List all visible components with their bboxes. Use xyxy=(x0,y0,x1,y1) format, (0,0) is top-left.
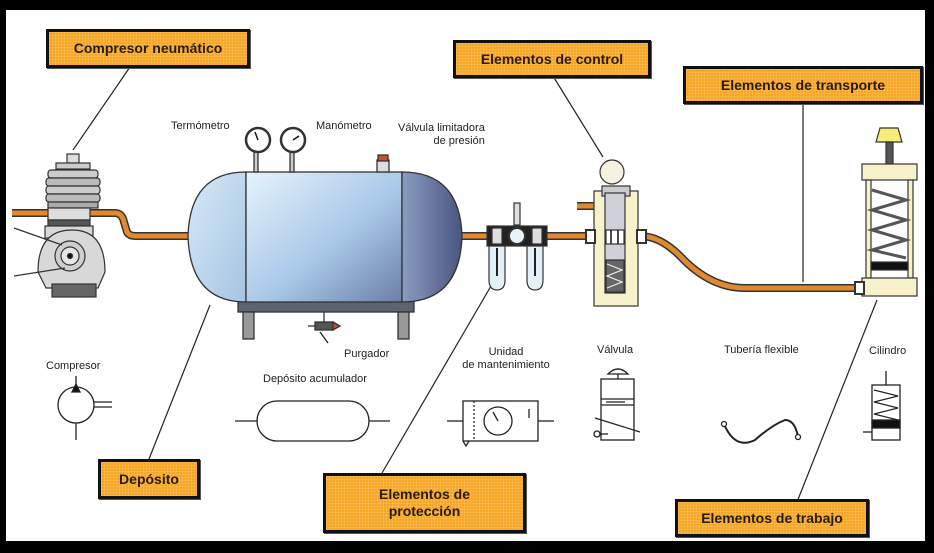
label-compresor: Compresor xyxy=(46,360,101,372)
label-line2: de presión xyxy=(433,135,485,147)
label-valvula: Válvula xyxy=(597,344,634,356)
label-valvula-limitadora: Válvula limitadora de presión xyxy=(398,122,485,148)
flexible-tube-symbol xyxy=(723,418,799,444)
callout-text: Elementos de trabajo xyxy=(701,509,843,526)
compressor-illustration xyxy=(13,153,106,298)
callout-text-line2: protección xyxy=(388,503,461,519)
leader-compresor xyxy=(72,66,131,151)
label-deposito-acumulador: Depósito acumulador xyxy=(263,373,367,385)
label-termometro: Termómetro xyxy=(171,120,230,132)
cylinder-illustration xyxy=(854,127,918,297)
callout-text-line1: Elementos de xyxy=(378,486,471,502)
tank-illustration xyxy=(187,126,463,344)
accumulator-symbol xyxy=(235,400,390,442)
label-unidad-mantenimiento: Unidad de mantenimiento xyxy=(456,346,556,372)
label-line1: Válvula limitadora xyxy=(398,122,485,134)
callout-text: Compresor neumático xyxy=(73,40,223,56)
leader-control xyxy=(552,75,604,158)
callout-elementos-proteccion: Elementos de protección xyxy=(323,473,526,533)
callout-text: Depósito xyxy=(119,470,179,487)
label-purgador: Purgador xyxy=(344,348,390,360)
callout-elementos-trabajo: Elementos de trabajo xyxy=(675,499,869,537)
callout-elementos-transporte: Elementos de transporte xyxy=(683,66,923,104)
callout-text: Elementos de control xyxy=(480,50,624,67)
control-valve-illustration xyxy=(585,159,647,307)
maintenance-unit-illustration xyxy=(486,202,548,291)
compressor-symbol xyxy=(57,376,112,440)
symbols xyxy=(57,368,901,448)
pressure-relief-valve xyxy=(376,159,390,173)
label-manometro: Manómetro xyxy=(316,120,372,132)
label-line1: Unidad xyxy=(488,346,524,358)
label-tuberia-flexible: Tubería flexible xyxy=(724,344,799,356)
maintenance-unit-symbol xyxy=(447,400,554,448)
drain-valve xyxy=(314,321,334,331)
leader-deposito xyxy=(148,304,211,460)
callout-text: Elementos de transporte xyxy=(720,76,886,93)
pipe-flexible xyxy=(639,233,868,291)
pipe-compressor-out xyxy=(12,210,188,239)
label-cilindro: Cilindro xyxy=(869,345,907,357)
leader-trabajo xyxy=(796,299,878,503)
callout-deposito: Depósito xyxy=(98,459,200,499)
valve-symbol xyxy=(593,368,641,441)
leader-lines xyxy=(72,66,878,503)
leader-proteccion xyxy=(381,285,492,474)
label-line2: de mantenimiento xyxy=(462,359,550,371)
cylinder-symbol xyxy=(863,371,901,441)
callout-elementos-control: Elementos de control xyxy=(453,40,651,78)
callout-compresor-neumatico: Compresor neumático xyxy=(46,29,250,68)
